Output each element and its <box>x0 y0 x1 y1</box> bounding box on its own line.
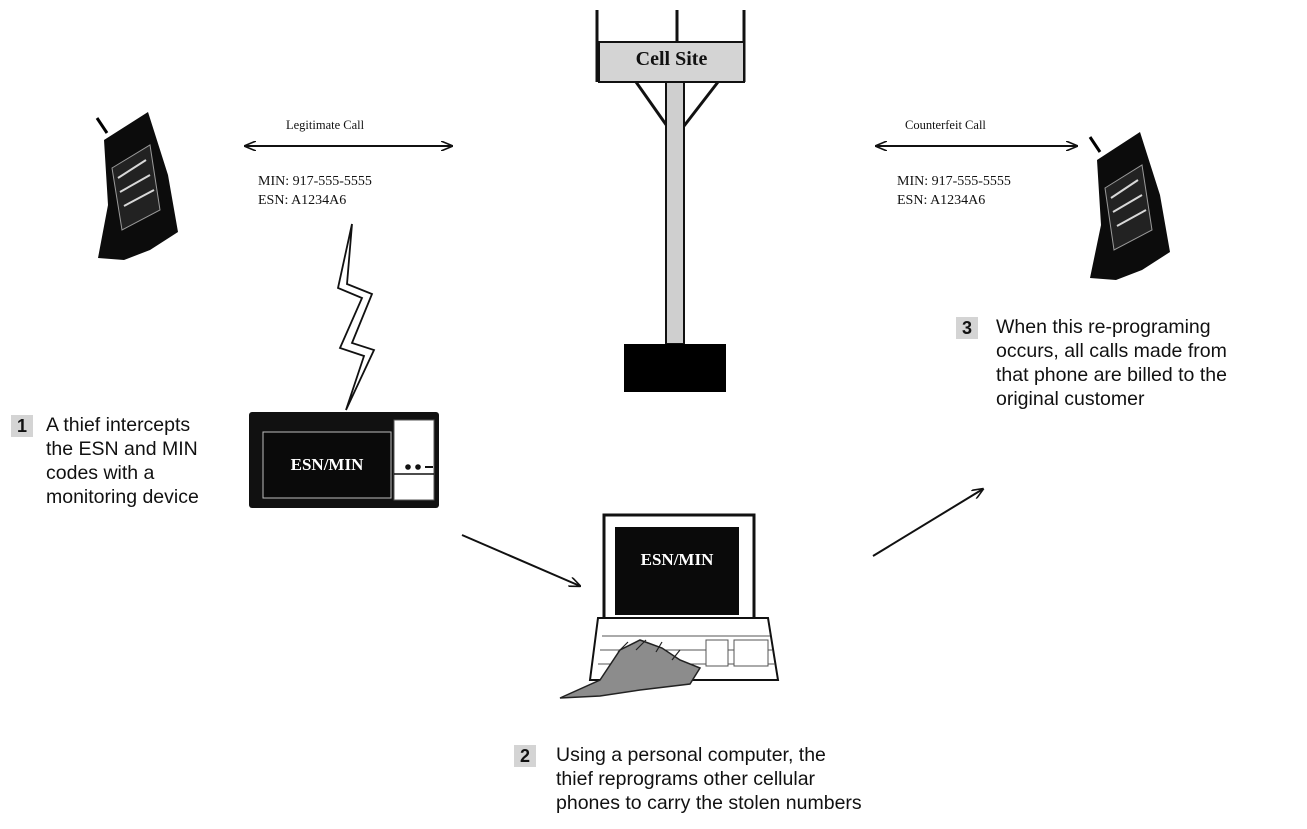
interception-signal-icon <box>336 223 376 411</box>
step-3-line: that phone are billed to the <box>996 364 1227 386</box>
counterfeit-codes: MIN: 917-555-5555 ESN: A1234A6 <box>897 172 1011 210</box>
step-2-line: phones to carry the stolen numbers <box>556 792 862 814</box>
tower-base <box>624 344 726 392</box>
tower-pole <box>665 81 685 345</box>
counterfeit-phone <box>1088 132 1170 280</box>
step-1-line: the ESN and MIN <box>46 438 198 460</box>
counterfeit-esn: ESN: A1234A6 <box>897 193 986 208</box>
flow-arrow-to-phone <box>872 489 983 557</box>
step-3-line: occurs, all calls made from <box>996 340 1227 362</box>
legitimate-codes: MIN: 917-555-5555 ESN: A1234A6 <box>258 172 372 210</box>
cell-site-text: Cell Site <box>635 48 708 70</box>
cell-site-label: Cell Site <box>599 48 744 71</box>
personal-computer <box>559 513 780 699</box>
step-2-line: Using a personal computer, the <box>556 744 826 766</box>
typing-hands <box>559 639 702 699</box>
step-2-text: Using a personal computer, the thief rep… <box>556 743 862 815</box>
legitimate-esn: ESN: A1234A6 <box>258 193 347 208</box>
step-3-text: When this re-programing occurs, all call… <box>996 315 1227 411</box>
step-1-line: monitoring device <box>46 486 199 508</box>
monitoring-device <box>249 412 439 508</box>
legitimate-phone <box>95 112 178 260</box>
step-3-badge: 3 <box>956 317 978 339</box>
step-3-line: original customer <box>996 388 1145 410</box>
step-3-line: When this re-programing <box>996 316 1211 338</box>
cell-tower <box>595 10 746 392</box>
legitimate-min: MIN: 917-555-5555 <box>258 174 372 189</box>
cell-site-sign <box>598 41 745 83</box>
counterfeit-min: MIN: 917-555-5555 <box>897 174 1011 189</box>
step-1-badge: 1 <box>11 415 33 437</box>
step-1-text: A thief intercepts the ESN and MIN codes… <box>46 413 199 509</box>
computer-screen-text: ESN/MIN <box>640 550 714 569</box>
step-1-line: codes with a <box>46 462 155 484</box>
monitor-screen-text: ESN/MIN <box>290 455 364 474</box>
flow-arrow-to-computer <box>461 534 580 586</box>
step-1-line: A thief intercepts <box>46 414 191 436</box>
step-2-line: thief reprograms other cellular <box>556 768 816 790</box>
counterfeit-call-label: Counterfeit Call <box>905 118 986 132</box>
legitimate-call-label: Legitimate Call <box>286 118 365 132</box>
step-2-badge: 2 <box>514 745 536 767</box>
